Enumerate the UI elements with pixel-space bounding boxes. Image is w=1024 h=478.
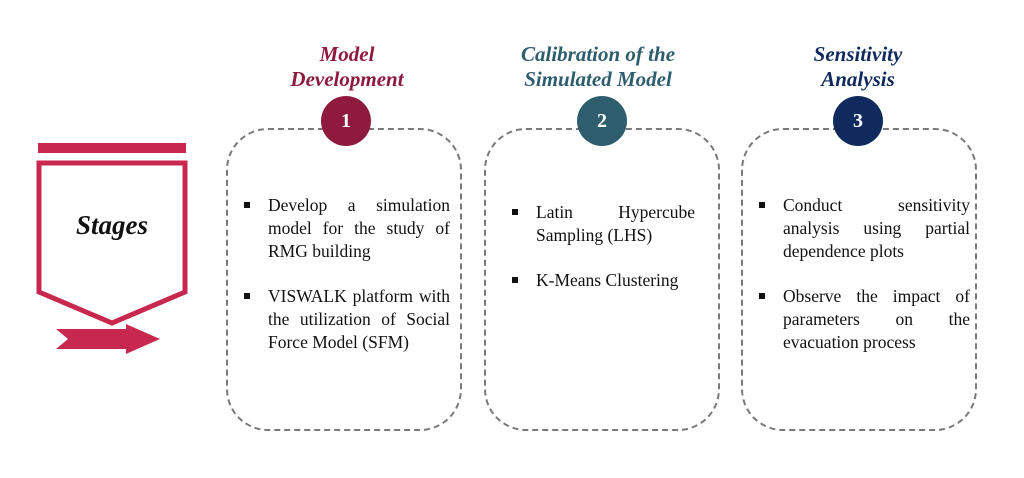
- list-item: Conduct sensitivity analysis using parti…: [758, 194, 970, 263]
- stage-2-number-badge: 2: [577, 96, 627, 146]
- list-item: Observe the impact of parameters on the …: [758, 285, 970, 354]
- list-item: VISWALK platform with the utilization of…: [243, 285, 450, 354]
- bullet-icon: [512, 209, 518, 215]
- arrow-right-icon: [56, 324, 160, 354]
- bullet-icon: [244, 202, 250, 208]
- stage-1-bullets: Develop a simulation model for the study…: [243, 194, 450, 376]
- stage-3-number-badge: 3: [833, 96, 883, 146]
- bullet-icon: [512, 277, 518, 283]
- list-item: K-Means Clustering: [511, 269, 695, 292]
- stage-3-title: Sensitivity Analysis: [813, 42, 903, 91]
- stage-2-title: Calibration of the Simulated Model: [520, 42, 676, 91]
- stages-shield-shape: [36, 160, 188, 326]
- bullet-icon: [759, 202, 765, 208]
- stages-label: Stages: [75, 210, 148, 240]
- stage-2-bullets: Latin Hypercube Sampling (LHS) K-Means C…: [511, 201, 695, 314]
- list-item: Develop a simulation model for the study…: [243, 194, 450, 263]
- stages-top-bar: [38, 143, 186, 153]
- stage-3-bullets: Conduct sensitivity analysis using parti…: [758, 194, 970, 376]
- bullet-icon: [244, 293, 250, 299]
- stage-1-number-badge: 1: [321, 96, 371, 146]
- list-item: Latin Hypercube Sampling (LHS): [511, 201, 695, 247]
- stage-1-title: Model Development: [290, 42, 404, 91]
- bullet-icon: [759, 293, 765, 299]
